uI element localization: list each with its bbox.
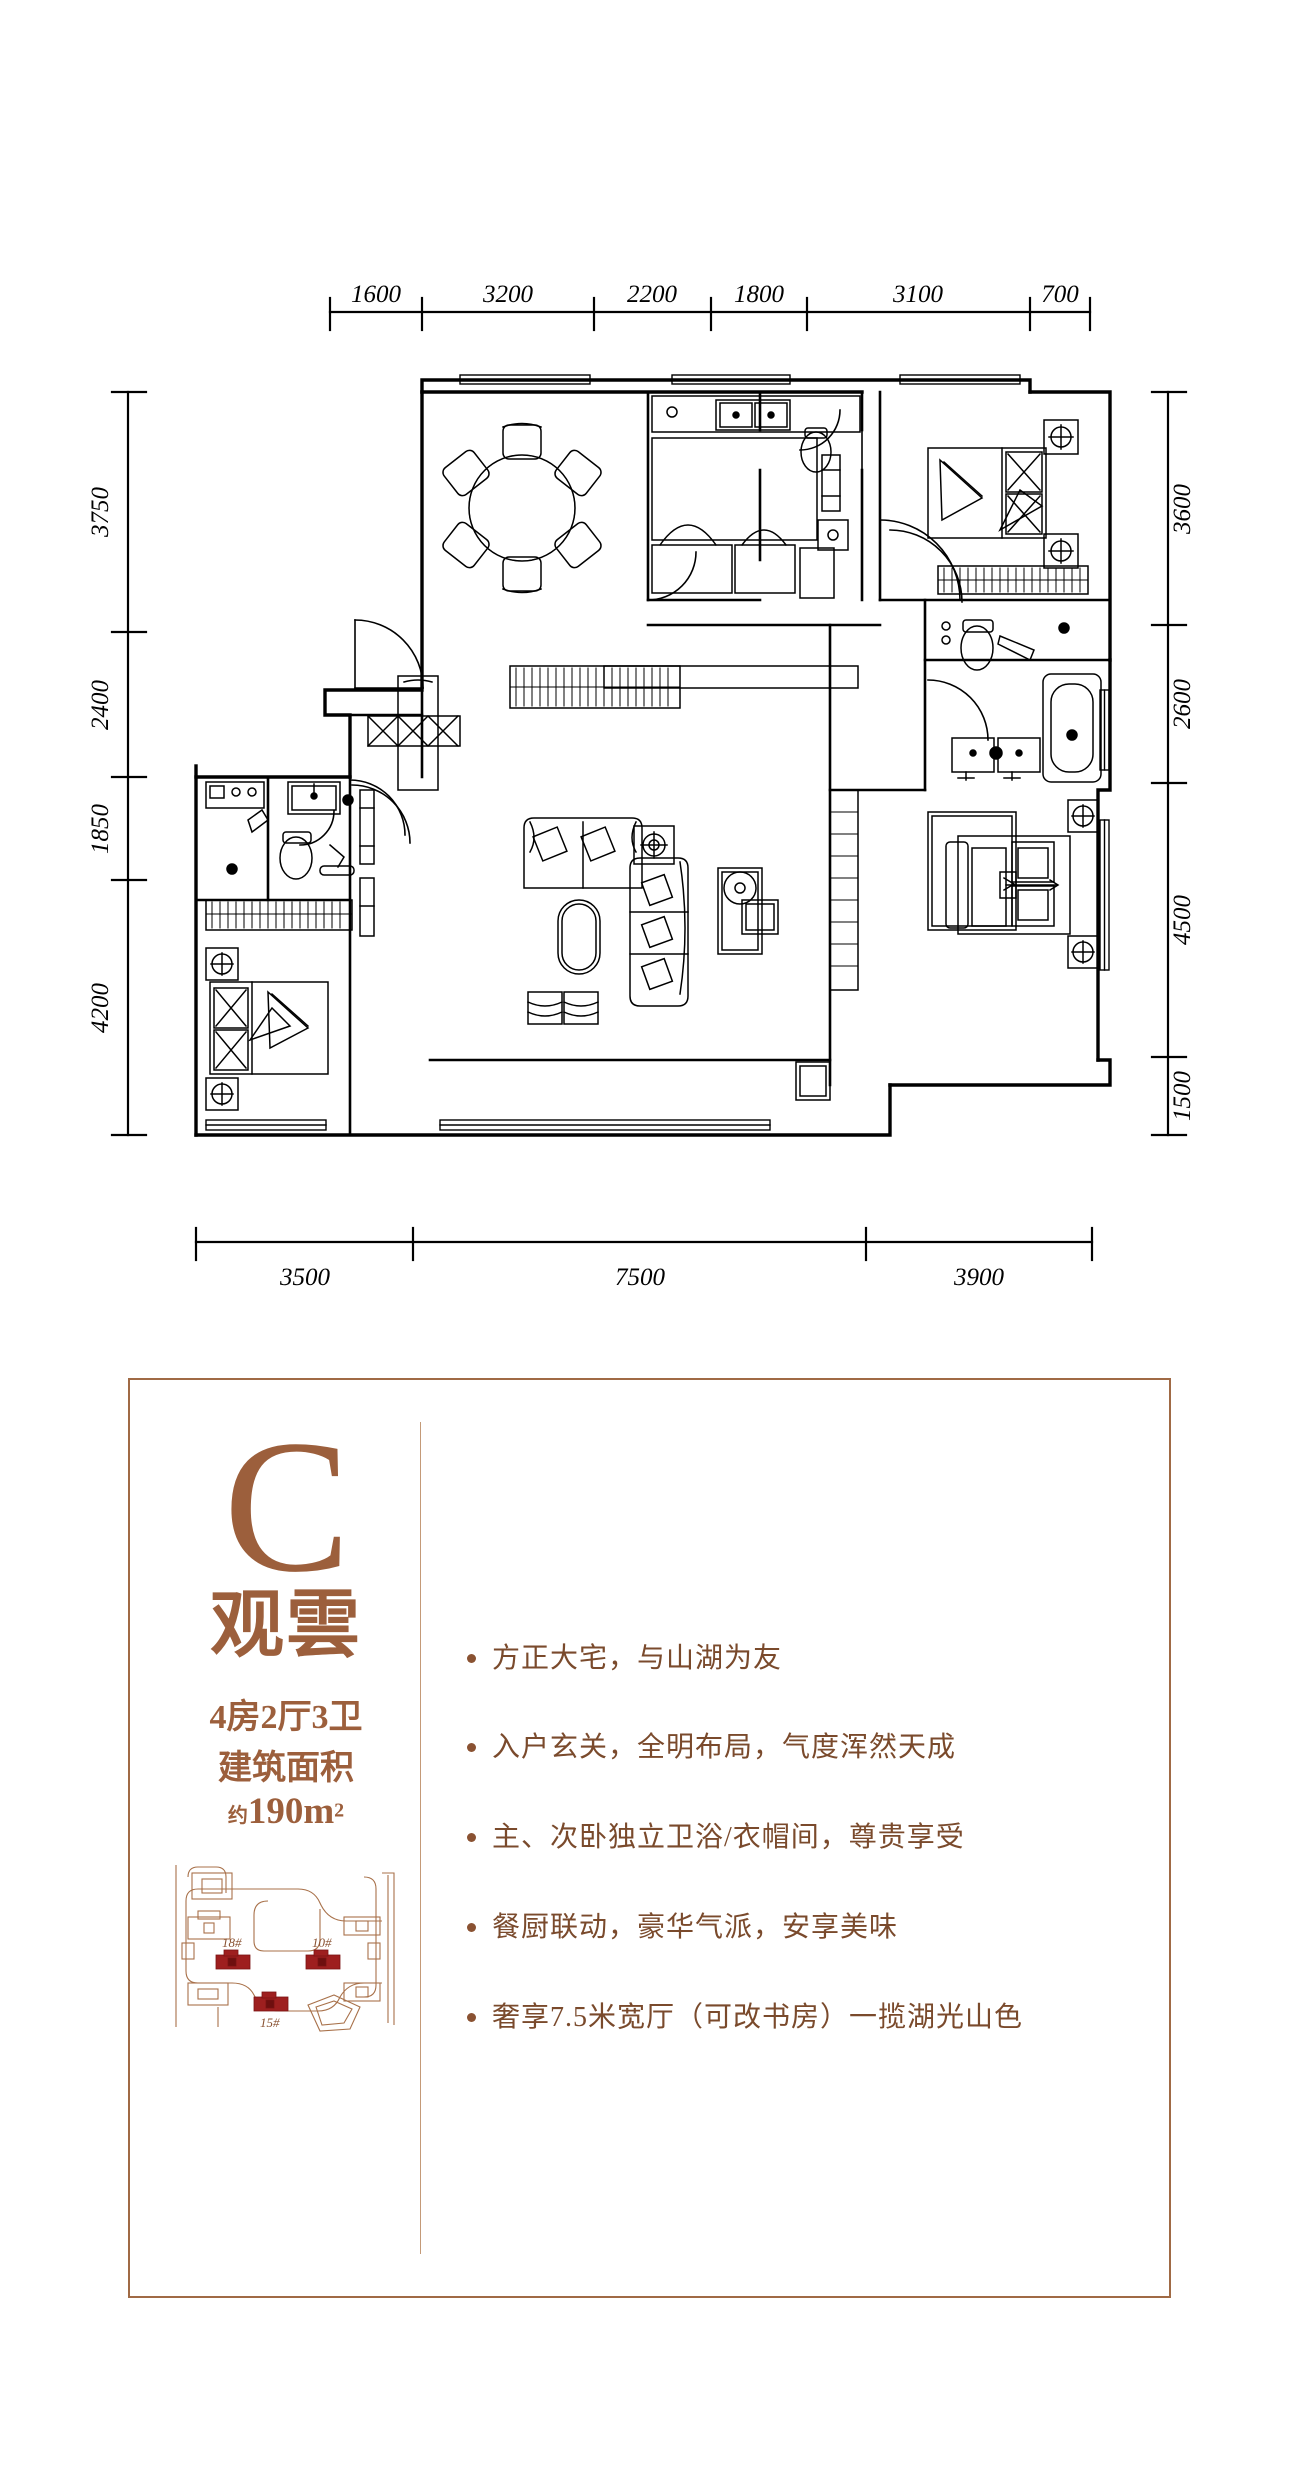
dim-top-0: 1600 [351, 281, 402, 308]
dim-bottom-1: 7500 [615, 1264, 666, 1291]
doors [299, 409, 989, 846]
panel-divider [420, 1422, 421, 2254]
area-value: 190m [247, 1790, 335, 1832]
dim-bottom-0: 3500 [279, 1264, 331, 1291]
area-approx: 约 [227, 1804, 248, 1827]
site-map-thumbnail: 18# 10# 15# [158, 1855, 408, 2035]
dim-left-2: 1850 [87, 804, 114, 855]
foyer-details [359, 789, 375, 937]
unit-name: 观雲 [210, 1584, 362, 1667]
dim-left-1: 2400 [87, 680, 114, 731]
feature-text: 奢享7.5米宽厅（可改书房）一揽湖光山色 [492, 2001, 1024, 2033]
area-unit-superscript: 2 [334, 1799, 345, 1822]
dim-top-1: 3200 [482, 281, 534, 308]
left-dimension-chain [110, 390, 148, 1137]
kitchen-fixtures [651, 395, 861, 599]
living-room-furniture [523, 817, 779, 1025]
brand-column: C 观雲 4房2厅3卫 建筑面积 约190m2 [130, 1380, 420, 2296]
floor-plan-drawing: 1600 3200 2200 1800 3100 700 3750 2400 1… [87, 281, 1196, 1291]
area-value-row: 约190m2 [152, 1790, 420, 1833]
list-item: 主、次卧独立卫浴/衣帽间，尊贵享受 [467, 1819, 1129, 1857]
dim-right-3: 1500 [1169, 1071, 1196, 1122]
dim-left-3: 4200 [87, 983, 114, 1034]
dim-top-4: 3100 [892, 281, 944, 308]
dim-right-0: 3600 [1169, 484, 1196, 536]
features-list: 方正大宅，与山湖为友 入户玄关，全明布局，气度浑然天成 主、次卧独立卫浴/衣帽间… [421, 1380, 1169, 2296]
dim-top-2: 2200 [627, 281, 678, 308]
feature-text: 入户玄关，全明布局，气度浑然天成 [492, 1732, 957, 1764]
dim-bottom-2: 3900 [953, 1264, 1005, 1291]
top-dimension-chain [328, 296, 1092, 332]
info-panel: C 观雲 4房2厅3卫 建筑面积 约190m2 [128, 1378, 1171, 2298]
feature-text: 餐厨联动，豪华气派，安享美味 [492, 1911, 899, 1943]
bedroom-2-furniture [927, 419, 1089, 595]
bullet-dot-icon [467, 1653, 476, 1663]
unit-type-letter: C [223, 1402, 351, 1612]
dim-top-5: 700 [1041, 281, 1079, 308]
windows [205, 374, 1110, 1131]
list-item: 入户玄关，全明布局，气度浑然天成 [467, 1729, 1129, 1767]
floor-plan-svg: 1600 3200 2200 1800 3100 700 3750 2400 1… [87, 281, 1196, 1291]
sitemap-building-1: 10# [312, 1935, 332, 1950]
bullet-dot-icon [467, 2012, 476, 2022]
bedroom-3-furniture [205, 781, 355, 1111]
feature-text: 方正大宅，与山湖为友 [492, 1642, 783, 1674]
dim-left-0: 3750 [87, 487, 114, 539]
dim-right-1: 2600 [1169, 679, 1196, 730]
list-item: 奢享7.5米宽厅（可改书房）一揽湖光山色 [467, 1999, 1129, 2037]
dim-top-3: 1800 [734, 281, 785, 308]
dim-right-2: 4500 [1169, 895, 1196, 946]
bullet-dot-icon [467, 1833, 476, 1843]
sitemap-building-0: 18# [222, 1935, 242, 1950]
list-item: 餐厨联动，豪华气派，安享美味 [467, 1909, 1129, 1947]
sitemap-building-2: 15# [260, 2015, 280, 2030]
room-count: 4房2厅3卫 [209, 1698, 363, 1736]
feature-text: 主、次卧独立卫浴/衣帽间，尊贵享受 [492, 1822, 965, 1854]
right-dimension-chain [1150, 390, 1188, 1137]
bottom-dimension-chain [194, 1226, 1094, 1262]
hallway-storage [366, 665, 859, 1101]
area-label: 建筑面积 [218, 1749, 354, 1787]
master-bath-fixtures [941, 619, 1102, 783]
list-item: 方正大宅，与山湖为友 [467, 1640, 1129, 1678]
bullet-dot-icon [467, 1922, 476, 1932]
dining-set [442, 422, 602, 594]
site-map-svg: 18# 10# 15# [175, 1864, 395, 2032]
bullet-dot-icon [467, 1743, 476, 1753]
guest-wc-fixtures [800, 427, 849, 551]
master-bedroom-furniture [927, 799, 1099, 969]
